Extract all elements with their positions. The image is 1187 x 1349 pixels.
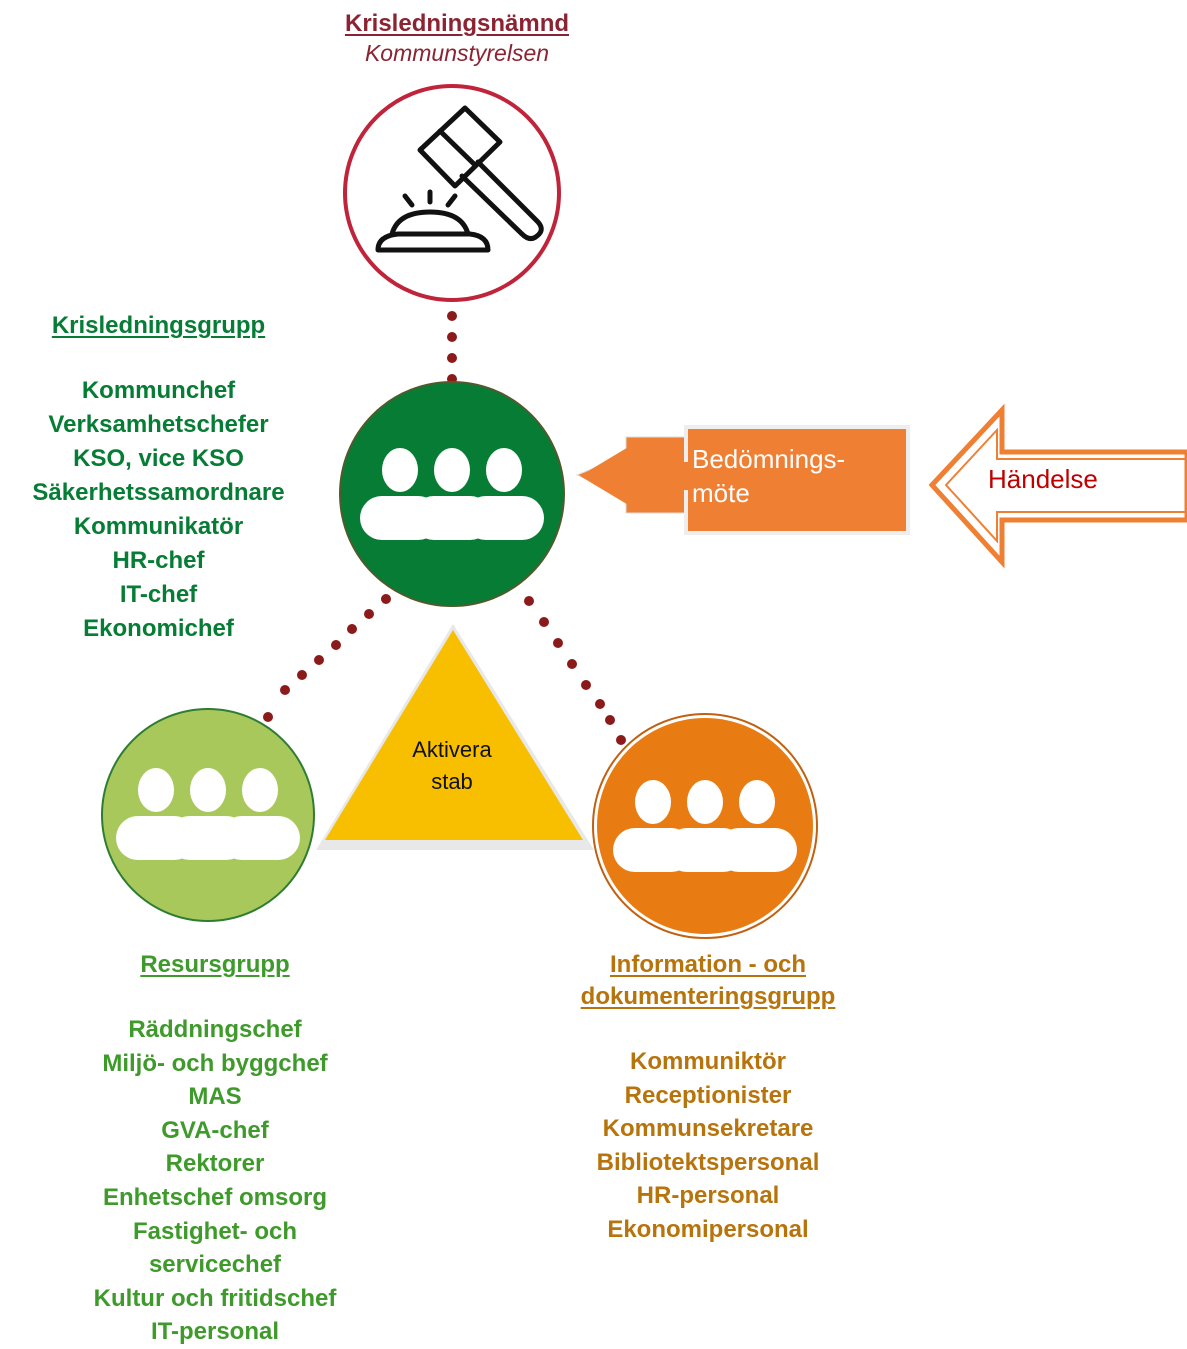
infogrupp-circle: [592, 713, 818, 939]
member-item: MAS: [188, 1083, 242, 1111]
resursgrupp-circle: [101, 708, 315, 922]
infogrupp-list: Information - och dokumenteringsgrupp Ko…: [528, 951, 888, 1247]
member-item: Kommunsekretare: [602, 1115, 814, 1143]
event-label: Händelse: [988, 464, 1098, 494]
connector-top: [447, 311, 457, 384]
member-item: GVA-chef: [161, 1116, 269, 1144]
infogrupp-heading-line2: dokumenteringsgrupp: [580, 983, 836, 1010]
member-item: IT-personal: [150, 1318, 280, 1346]
member-item: Säkerhetssamordnare: [32, 479, 285, 506]
member-item: HR-chef: [112, 547, 205, 574]
member-item: HR-personal: [636, 1182, 780, 1210]
infogrupp-members: Kommuniktör Receptionister Kommunsekreta…: [528, 1045, 888, 1247]
krisledningsgrupp-members: Kommunchef Verksamhetschefer KSO, vice K…: [0, 374, 317, 646]
connector-right: [524, 596, 626, 745]
member-item: Bibliotektspersonal: [596, 1148, 820, 1176]
krisledningsgrupp-circle: [339, 381, 565, 607]
member-item: Kommuniktör: [630, 1048, 786, 1075]
member-item: Verksamhetschefer: [48, 411, 269, 438]
member-item: Kommunchef: [81, 377, 236, 404]
krisledningsgrupp-list: Krisledningsgrupp Kommunchef Verksamhets…: [0, 312, 317, 646]
center-line1: Aktivera: [412, 737, 492, 762]
member-item: Kultur och fritidschef: [93, 1284, 337, 1312]
krisledningsnamnd-label: Krisledningsnämnd Kommunstyrelsen: [300, 10, 614, 67]
member-item: KSO, vice KSO: [73, 445, 244, 472]
infogrupp-heading-line1: Information - och: [610, 951, 806, 978]
member-item: servicechef: [148, 1251, 282, 1279]
resursgrupp-list: Resursgrupp Räddningschef Miljö- och byg…: [50, 951, 380, 1349]
assessment-line1: Bedömnings-: [692, 444, 845, 474]
member-item: Räddningschef: [128, 1016, 302, 1043]
member-item: IT-chef: [119, 581, 198, 608]
page-subtitle: Kommunstyrelsen: [364, 40, 550, 66]
page-title: Krisledningsnämnd: [344, 10, 570, 37]
krisledningsnamnd-circle: [343, 84, 561, 302]
member-item: Fastighet- och: [132, 1217, 297, 1245]
member-item: Ekonomichef: [83, 615, 234, 642]
member-item: Rektorer: [165, 1150, 265, 1178]
assessment-line2: möte: [692, 478, 750, 508]
krisledningsgrupp-heading: Krisledningsgrupp: [51, 312, 266, 339]
resursgrupp-members: Räddningschef Miljö- och byggchef MAS GV…: [50, 1013, 380, 1349]
center-line2: stab: [431, 769, 473, 794]
member-item: Receptionister: [624, 1081, 792, 1109]
resursgrupp-heading: Resursgrupp: [140, 951, 290, 978]
member-item: Enhetschef omsorg: [102, 1183, 328, 1211]
assessment-arrow: [575, 425, 910, 535]
member-item: Miljö- och byggchef: [102, 1049, 328, 1077]
member-item: Kommunikatör: [73, 513, 244, 540]
aktivera-stab-triangle: [316, 624, 594, 850]
connector-left: [263, 594, 391, 722]
gavel-icon: [375, 105, 544, 253]
member-item: Ekonomipersonal: [607, 1215, 809, 1243]
event-arrow: [928, 403, 1187, 569]
